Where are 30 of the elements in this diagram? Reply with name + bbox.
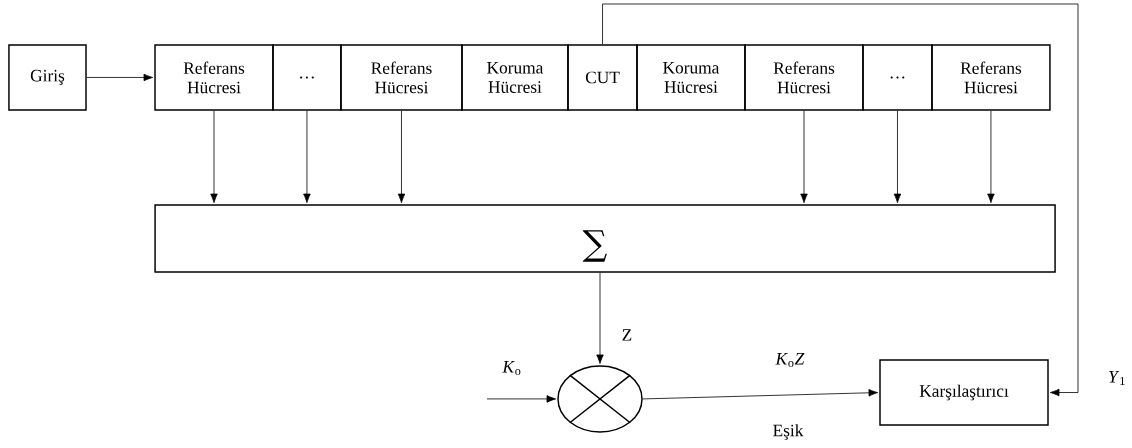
arrow: [303, 110, 311, 204]
arrow: [602, 3, 1079, 397]
cell: Koruma Hücresi: [461, 44, 569, 111]
arrow: [800, 110, 808, 204]
cell: CUT: [567, 44, 638, 111]
cell: Referans Hücresi: [340, 44, 463, 111]
arrow: [486, 395, 556, 403]
sum-symbol: ∑: [582, 230, 607, 262]
cell: …: [272, 44, 342, 111]
multiplier-symbol: [557, 365, 643, 433]
edge-label: Y$_{1}$: [1109, 371, 1125, 385]
arrow: [596, 272, 604, 364]
arrow: [210, 110, 218, 204]
input-box: Giriş: [8, 44, 87, 111]
comparator-box: Karşılaştırıcı: [879, 359, 1049, 426]
cell: …: [862, 44, 933, 111]
sum-block: [154, 204, 1056, 273]
edge-label: K$_{o}$: [502, 361, 521, 375]
edge-label: K$_{o}$Z: [775, 353, 805, 367]
arrow: [987, 110, 995, 204]
cell: Koruma Hücresi: [636, 44, 746, 111]
cell: Referans Hücresi: [154, 44, 274, 111]
arrow: [397, 110, 406, 204]
arrow: [642, 389, 878, 400]
cell: Referans Hücresi: [931, 44, 1051, 111]
edge-label: Z: [622, 329, 632, 341]
arrow: [86, 73, 153, 82]
cell: Referans Hücresi: [744, 44, 864, 111]
threshold-label: Eşik: [773, 424, 804, 440]
arrow: [893, 110, 902, 204]
